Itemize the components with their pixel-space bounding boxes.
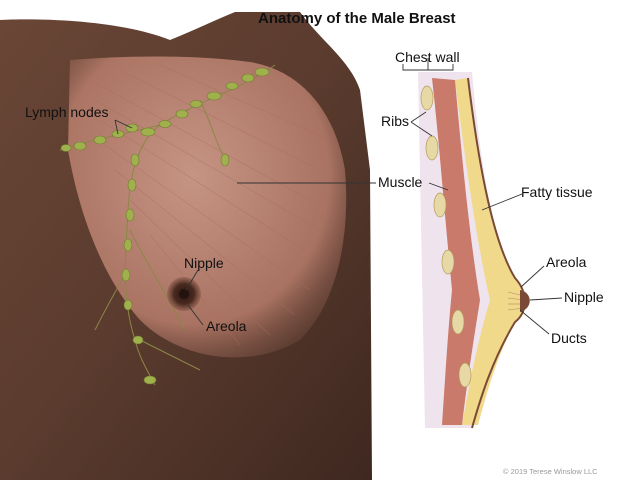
label-ribs: Ribs: [381, 113, 409, 129]
label-lymph-nodes: Lymph nodes: [25, 104, 109, 120]
right-nipple: [520, 290, 530, 312]
label-nipple-left: Nipple: [184, 255, 224, 271]
label-areola-right: Areola: [546, 254, 587, 270]
label-fatty-tissue: Fatty tissue: [521, 184, 593, 200]
skin-line: [467, 77, 526, 429]
label-areola-left: Areola: [206, 318, 247, 334]
label-chest-wall: Chest wall: [395, 49, 460, 65]
muscle-layer: [432, 78, 480, 425]
left-nipple: [179, 289, 189, 299]
diagram-title: Anatomy of the Male Breast: [258, 10, 456, 27]
leader-lines: [114, 58, 563, 335]
rib-cross-sections: [420, 85, 472, 388]
cross-section-illustration: [418, 72, 530, 429]
label-ducts: Ducts: [551, 330, 587, 346]
lymph-node-cluster: [60, 67, 270, 385]
label-nipple-right: Nipple: [564, 289, 604, 305]
pectoral-muscle: [68, 56, 347, 358]
fatty-tissue-layer: [455, 78, 525, 425]
copyright-credit: © 2019 Terese Winslow LLC: [503, 467, 598, 476]
torso-illustration: [0, 12, 372, 480]
label-muscle: Muscle: [378, 174, 423, 190]
